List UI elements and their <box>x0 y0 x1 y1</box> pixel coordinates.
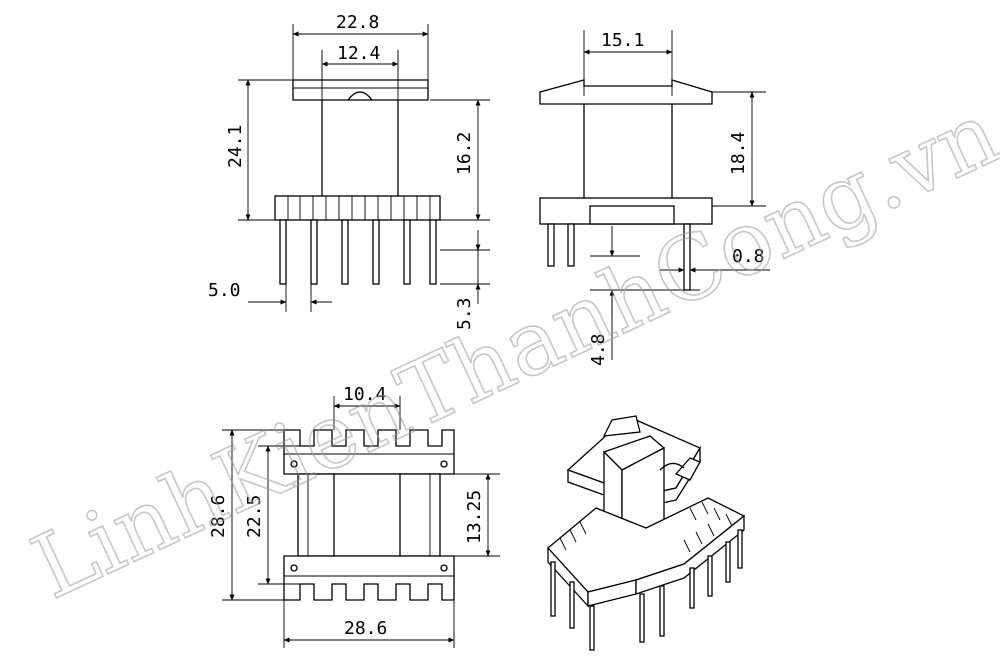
dim-bottom-inner-width: 10.4 <box>343 384 386 405</box>
dim-bottom-width: 28.6 <box>344 618 387 639</box>
iso-base-slots <box>559 501 733 553</box>
front-pins <box>279 219 437 285</box>
dim-pin-diameter: 0.8 <box>732 246 765 267</box>
dim-top-width: 22.8 <box>336 12 379 33</box>
dim-bottom-center-height: 13.25 <box>464 490 485 544</box>
dim-side-pin-length: 4.8 <box>588 333 609 366</box>
dim-bottom-inner-height: 22.5 <box>244 495 265 538</box>
dim-side-height: 18.4 <box>728 132 749 175</box>
front-view: 22.8 12.4 24.1 16.2 5.3 5.0 <box>208 12 490 330</box>
dim-pin-length: 5.3 <box>454 297 475 330</box>
dim-inner-width: 12.4 <box>337 43 380 64</box>
front-base-slots <box>287 196 431 220</box>
dim-pin-pitch: 5.0 <box>208 280 241 301</box>
dim-side-width: 15.1 <box>601 30 644 51</box>
iso-pins <box>550 529 743 651</box>
dim-total-height: 24.1 <box>225 125 246 168</box>
dim-body-height: 16.2 <box>454 132 475 175</box>
bottom-view: 10.4 28.6 22.5 13.25 28.6 <box>208 384 500 648</box>
side-view: 15.1 18.4 0.8 4.8 <box>539 30 770 366</box>
watermark-text: LinhKienThanhCong.vn <box>17 81 1000 619</box>
dim-bottom-outer-height: 28.6 <box>208 495 229 538</box>
isometric-view <box>547 415 746 651</box>
